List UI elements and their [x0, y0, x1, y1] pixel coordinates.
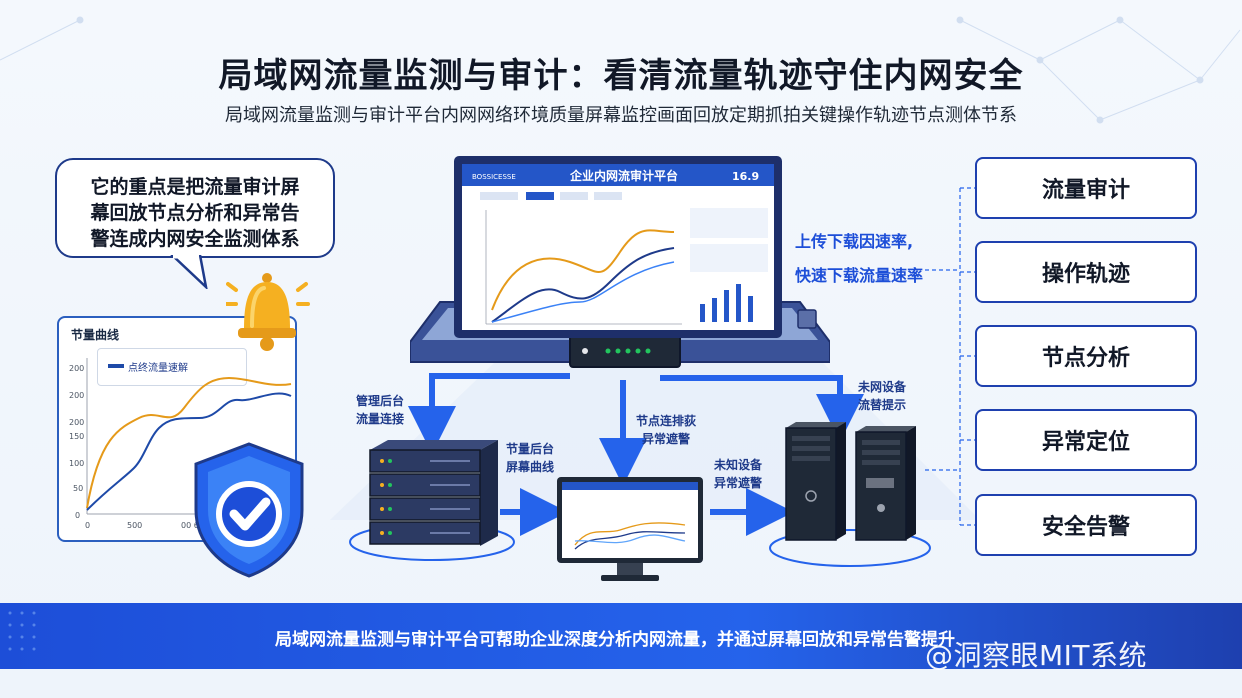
y-tick: 100: [69, 459, 84, 468]
node-curve-legend: 点终流量速解: [97, 348, 247, 386]
central-monitor: BOSSICESSE 企业内网流审计平台 16.9: [410, 156, 830, 368]
bubble-line: 幕回放节点分析和异常告: [90, 202, 300, 224]
monitor-title: 企业内网流审计平台: [569, 168, 678, 183]
label-line: 屏幕曲线: [506, 460, 555, 474]
label-line: 异常遮警: [714, 476, 763, 490]
side-item-operation-trace: 操作轨迹: [975, 241, 1197, 303]
speed-label-download: 快速下载流量速率: [795, 266, 924, 285]
label-line: 异常遮警: [642, 432, 691, 446]
admin-backend-label: 管理后台 流量连接: [356, 392, 404, 428]
side-item-traffic-audit: 流量审计: [975, 157, 1197, 219]
monitor-brand: BOSSICESSE: [472, 173, 516, 181]
footer-text: 局域网流量监测与审计平台可帮助企业深度分析内网流量，并通过屏幕回放和异常告警提升: [275, 630, 955, 650]
y-tick: 200: [69, 364, 84, 373]
y-tick: 50: [73, 484, 83, 493]
x-tick: 500: [127, 521, 142, 530]
screen-monitor: [557, 477, 703, 581]
legend-swatch: [108, 364, 124, 368]
label-line: 流替提示: [858, 398, 907, 412]
node-curve-title: 节量曲线: [71, 328, 120, 342]
monitor-badge: 16.9: [732, 170, 759, 183]
node-curve-plot: 200 200 200 150 100 50 0 0 500 00 600: [69, 358, 292, 530]
watermark: @洞察眼MIT系统: [925, 639, 1148, 672]
footer-dots: [8, 611, 36, 651]
x-tick: 00 600: [181, 521, 209, 530]
pc-tower-icon: [785, 422, 916, 541]
bubble-tail: [170, 255, 208, 289]
speech-bubble: 它的重点是把流量审计屏 幕回放节点分析和异常告 警连成内网安全监测体系: [55, 158, 335, 258]
legend-label: 点终流量速解: [128, 363, 188, 374]
bubble-line: 它的重点是把流量审计屏: [90, 176, 300, 198]
screen-curve-label: 节量后台 屏幕曲线: [506, 440, 554, 476]
label-line: 流量连接: [356, 412, 405, 426]
server-rack: [369, 440, 498, 546]
y-tick: 150: [69, 432, 84, 441]
footer-banner: [0, 603, 1242, 669]
label-line: 未网设备: [858, 380, 907, 394]
label-line: 节量后台: [506, 442, 555, 456]
side-item-security-alert: 安全告警: [975, 494, 1197, 556]
page-title: 局域网流量监测与审计：看清流量轨迹守住内网安全: [218, 56, 1024, 96]
y-tick: 200: [69, 418, 84, 427]
bell-icon: [226, 273, 310, 351]
side-item-anomaly-locate: 异常定位: [975, 409, 1197, 471]
speed-label-upload: 上传下载因速率,: [795, 232, 914, 251]
bubble-line: 警连成内网安全监测体系: [90, 228, 300, 250]
node-curve-card: 节量曲线 点终流量速解 200 200 200 150 100 50 0 0 5…: [57, 316, 297, 542]
y-tick: 0: [75, 511, 80, 520]
side-item-node-analysis: 节点分析: [975, 325, 1197, 387]
page-subtitle: 局域网流量监测与审计平台内网网络环境质量屏幕监控画面回放定期抓拍关键操作轨迹节点…: [225, 105, 1017, 126]
node-alert-label: 节点连排荻 异常遮警: [636, 412, 696, 448]
shield-check-icon: [194, 442, 304, 578]
y-tick: 200: [69, 391, 84, 400]
network-device-label: 未网设备 流替提示: [858, 378, 906, 414]
label-line: 未知设备: [714, 458, 763, 472]
x-tick: 0: [85, 521, 90, 530]
label-line: 节点连排荻: [636, 414, 697, 428]
label-line: 管理后台: [356, 394, 405, 408]
unknown-device-label: 未知设备 异常遮警: [714, 456, 762, 492]
